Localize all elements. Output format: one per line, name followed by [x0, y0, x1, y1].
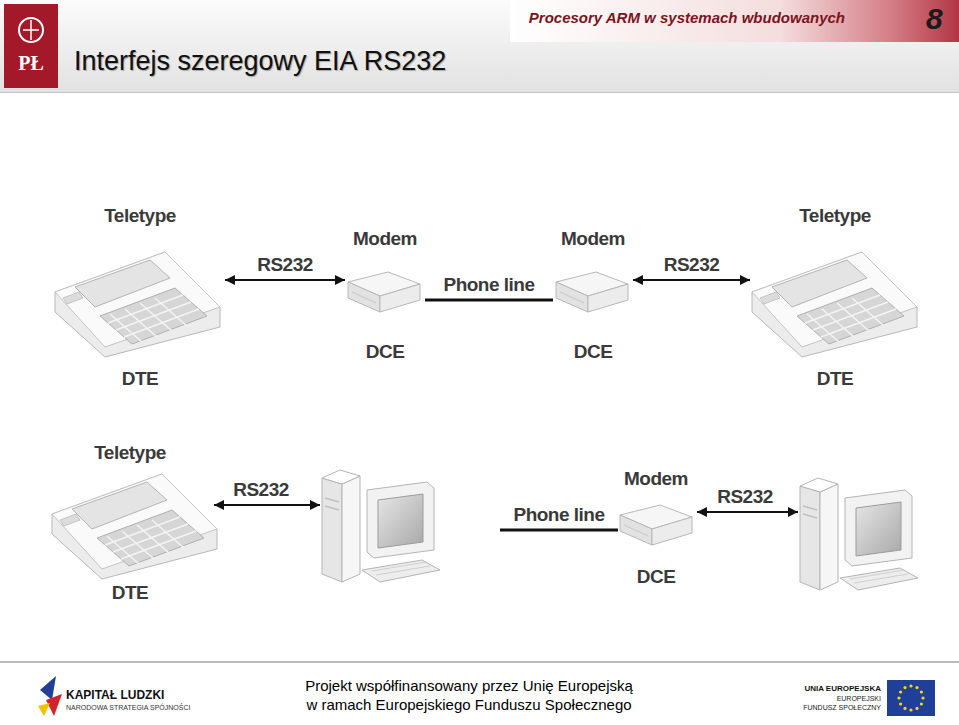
page-number: 8: [926, 2, 943, 36]
modem-icon: [348, 272, 420, 312]
footer-note: Projekt współfinansowany przez Unię Euro…: [305, 677, 633, 694]
computer-icon: [322, 470, 440, 582]
device-name: Modem: [561, 228, 625, 250]
device-name: Modem: [353, 228, 417, 250]
device-node: TeletypeDTE: [55, 205, 225, 390]
device-role: DCE: [637, 566, 676, 588]
wire-label: RS232: [717, 486, 773, 508]
footer-logo-text: EUROPEJSKI: [837, 695, 881, 702]
serial-wire: [697, 511, 798, 513]
teletype-icon: [55, 252, 220, 357]
computer-icon: [800, 478, 918, 590]
device-name: Teletype: [104, 205, 176, 227]
serial-connector: [225, 279, 345, 281]
device-node: ModemDCE: [617, 468, 695, 588]
pl-logo: [4, 4, 58, 88]
device-name: Modem: [624, 468, 688, 490]
device-role: DTE: [122, 368, 159, 390]
device-role: DCE: [366, 341, 405, 363]
connector-label: Phone line: [443, 274, 534, 296]
device-name: Teletype: [799, 205, 871, 227]
device-node: ModemDCE: [345, 228, 425, 363]
footer-logo-text: UNIA EUROPEJSKA: [804, 684, 881, 693]
teletype-icon: [752, 252, 917, 357]
eu-flag: [887, 680, 935, 716]
logo-text: PŁ: [18, 52, 44, 75]
footer-rule: [0, 661, 959, 663]
teletype-icon: [52, 474, 217, 579]
footer-logo-text: KAPITAŁ LUDZKI: [66, 688, 164, 702]
connector-label: RS232: [257, 254, 313, 276]
device-node: ModemDCE: [553, 228, 633, 363]
serial-connector: [633, 279, 750, 281]
footer-logo-text: NARODOWA STRATEGIA SPÓJNOŚCI: [66, 704, 190, 711]
device-role: DTE: [112, 582, 149, 604]
phone-line: [500, 529, 618, 532]
phone-line: [425, 299, 553, 302]
kl-logo: [38, 676, 62, 716]
device-role: DCE: [574, 341, 613, 363]
slide-title: Interfejs szeregowy EIA RS232: [74, 46, 446, 77]
modem-icon: [556, 272, 628, 312]
connector-label: RS232: [664, 254, 720, 276]
wire-label: Phone line: [513, 504, 604, 526]
serial-wire: [214, 504, 320, 506]
device-role: DTE: [817, 368, 854, 390]
device-node: TeletypeDTE: [48, 442, 212, 604]
device-name: Teletype: [94, 442, 166, 464]
footer-note: w ramach Europejskiego Funduszu Społeczn…: [306, 696, 631, 713]
footer-logo-text: FUNDUSZ SPOŁECZNY: [803, 704, 881, 711]
course-header: Procesory ARM w systemach wbudowanych: [529, 9, 845, 26]
wire-label: RS232: [233, 479, 289, 501]
modem-icon: [620, 505, 692, 545]
device-node: TeletypeDTE: [750, 205, 920, 390]
